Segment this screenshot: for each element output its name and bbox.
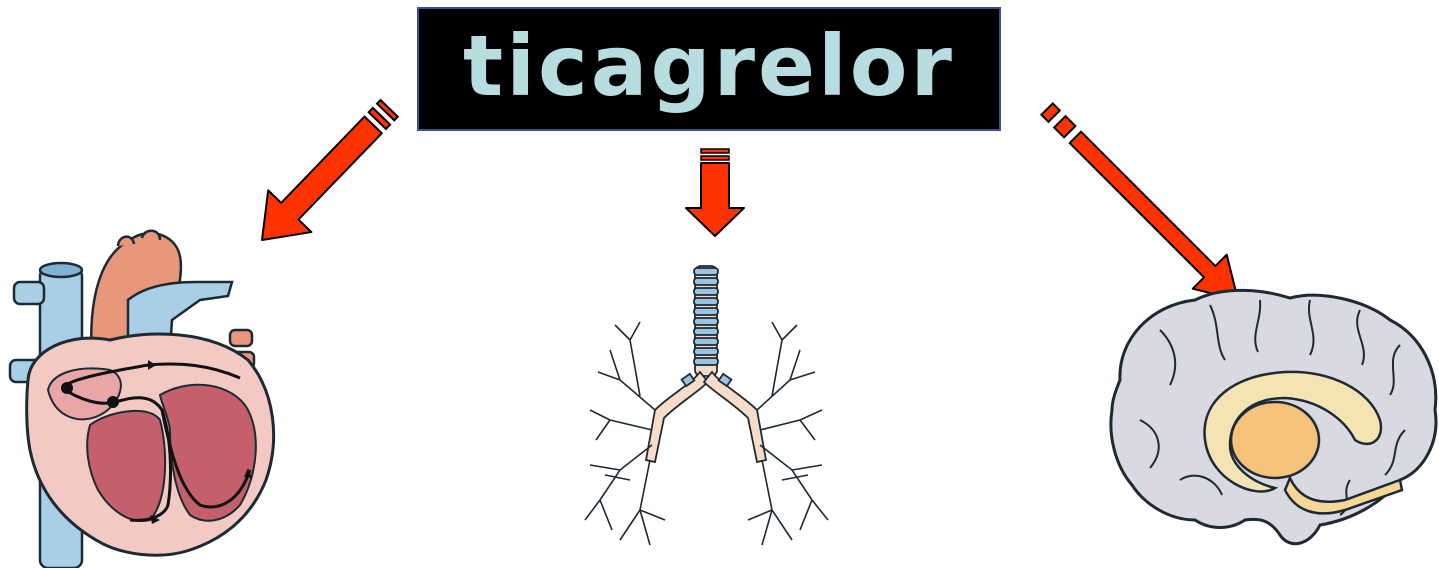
arrow-to-brain: [1030, 92, 1255, 317]
brain-icon: [1111, 290, 1436, 543]
heart-icon: [10, 231, 274, 568]
arrow-to-heart: [240, 88, 410, 261]
arrow-to-lungs: [686, 149, 744, 236]
lungs-icon: [585, 266, 828, 545]
